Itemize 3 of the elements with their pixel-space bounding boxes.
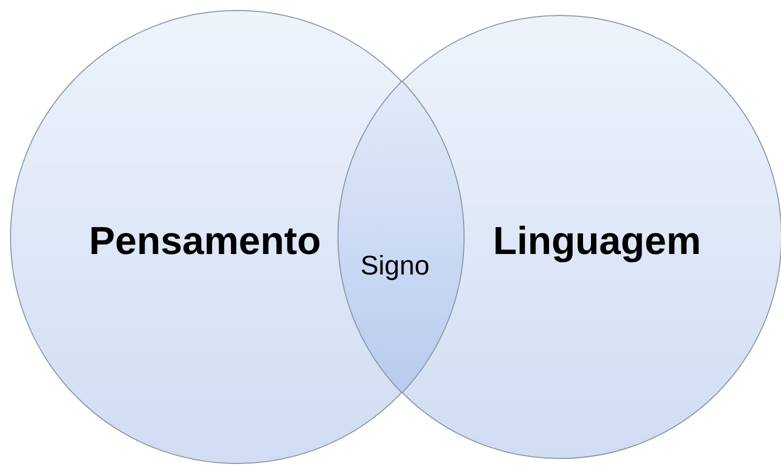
venn-label: Pensamento: [89, 220, 321, 264]
venn-label: Linguagem: [493, 220, 701, 264]
venn-label: Signo: [360, 250, 430, 282]
